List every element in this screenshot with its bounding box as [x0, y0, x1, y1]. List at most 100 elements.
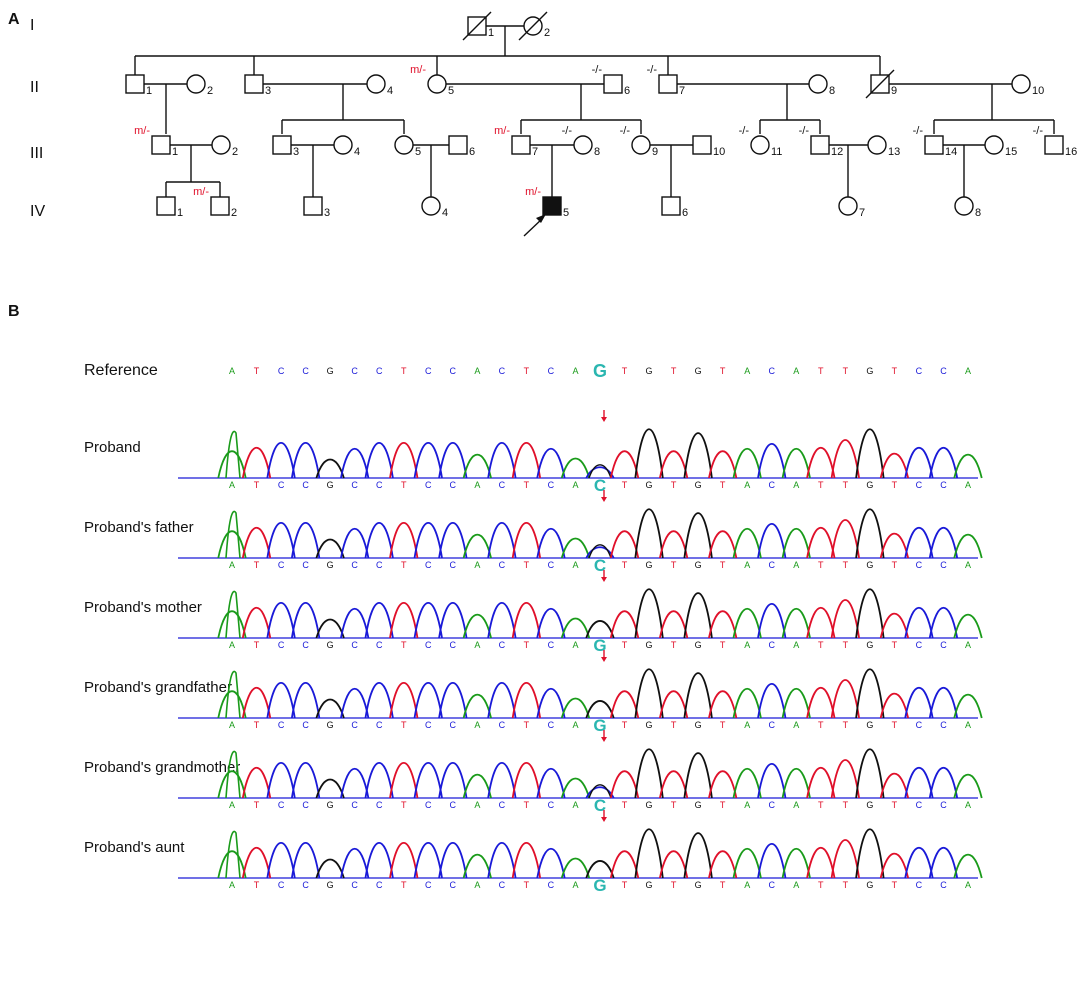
- base-call: A: [965, 560, 971, 570]
- trace-peak: [487, 762, 517, 799]
- trace-peak: [560, 777, 591, 799]
- reference-base: C: [351, 366, 358, 376]
- trace-peak: [634, 828, 664, 879]
- base-call: T: [843, 880, 849, 890]
- trace-peak: [241, 446, 272, 479]
- base-call: C: [351, 880, 358, 890]
- reference-base: T: [671, 366, 677, 376]
- reference-base: C: [548, 366, 555, 376]
- male-symbol: [661, 196, 681, 216]
- trace-peak: [364, 762, 394, 799]
- base-call: G: [695, 640, 702, 650]
- trace-peak: [511, 442, 542, 479]
- trace-peak: [315, 778, 345, 799]
- base-call: C: [548, 720, 555, 730]
- trace-peak: [953, 773, 983, 799]
- trace-peak: [757, 843, 787, 879]
- female-symbol: [573, 135, 593, 155]
- base-call: T: [671, 880, 677, 890]
- base-call: C: [450, 560, 457, 570]
- base-call: T: [892, 880, 898, 890]
- female-symbol: [427, 74, 447, 94]
- base-call: A: [965, 720, 971, 730]
- reference-base: A: [744, 366, 750, 376]
- trace-peak: [953, 453, 983, 479]
- trace-peak: [781, 607, 811, 639]
- trace-peak: [879, 853, 910, 879]
- base-call: T: [720, 800, 726, 810]
- trace-peak: [340, 447, 370, 479]
- base-call: A: [744, 720, 750, 730]
- base-call: A: [572, 720, 578, 730]
- variant-arrow-icon: [601, 737, 607, 742]
- trace-peak: [217, 770, 247, 799]
- base-call: A: [965, 640, 971, 650]
- trace-peak: [217, 610, 247, 639]
- base-call: G: [646, 800, 653, 810]
- genotype-label: -/-: [647, 64, 658, 76]
- individual-number: 4: [354, 146, 360, 158]
- base-call: C: [768, 480, 775, 490]
- trace-peak: [413, 762, 443, 799]
- trace-peak: [879, 693, 910, 719]
- female-symbol: [366, 74, 386, 94]
- base-call: A: [572, 640, 578, 650]
- individual-number: 12: [831, 146, 843, 158]
- base-call: T: [254, 560, 260, 570]
- base-call: T: [720, 880, 726, 890]
- deceased-slash: [865, 69, 895, 99]
- base-call: C: [376, 720, 383, 730]
- female-symbol: [333, 135, 353, 155]
- trace-peak: [609, 850, 640, 879]
- genotype-label: -/-: [620, 125, 631, 137]
- individual-number: 3: [324, 207, 330, 219]
- trace-peak: [413, 442, 443, 479]
- base-call: A: [474, 640, 480, 650]
- base-call: A: [793, 560, 799, 570]
- trace-peak: [683, 672, 713, 719]
- reference-base: C: [916, 366, 923, 376]
- reference-base: G: [866, 366, 873, 376]
- base-call: G: [866, 720, 873, 730]
- trace-peak: [290, 602, 321, 639]
- trace-peak: [315, 698, 345, 719]
- individual-number: 1: [177, 207, 183, 219]
- trace-start-artifact: [225, 830, 241, 879]
- genotype-label: -/-: [1033, 125, 1044, 137]
- trace-peak: [658, 850, 689, 879]
- individual-number: 3: [265, 85, 271, 97]
- female-symbol: [984, 135, 1004, 155]
- individual-ii-6: 6-/-: [592, 64, 631, 97]
- trace-peak: [634, 668, 664, 719]
- individual-number: 1: [146, 85, 152, 97]
- base-call: T: [843, 560, 849, 570]
- base-call: C: [425, 560, 432, 570]
- trace-peak: [315, 858, 345, 879]
- trace-peak: [609, 450, 640, 479]
- trace-peak: [928, 846, 959, 879]
- trace-peak: [413, 522, 443, 559]
- base-call: A: [965, 480, 971, 490]
- base-call: C: [768, 720, 775, 730]
- trace-peak: [536, 447, 566, 479]
- individual-ii-8: 8: [808, 74, 835, 97]
- trace-peak: [487, 602, 517, 639]
- trace-peak: [928, 446, 959, 479]
- reference-base: C: [450, 366, 457, 376]
- track-label: Proband's grandmother: [84, 759, 240, 776]
- individual-number: 2: [231, 207, 237, 219]
- male-symbol: [210, 196, 230, 216]
- trace-peak: [266, 682, 296, 719]
- male-symbol: [156, 196, 176, 216]
- base-call: C: [351, 720, 358, 730]
- individual-iii-14: 14-/-: [913, 125, 958, 158]
- base-call: T: [892, 800, 898, 810]
- base-call: G: [866, 560, 873, 570]
- individual-number: 8: [975, 207, 981, 219]
- trace-peak: [757, 523, 787, 559]
- male-symbol: [125, 74, 145, 94]
- trace-peak: [879, 453, 910, 479]
